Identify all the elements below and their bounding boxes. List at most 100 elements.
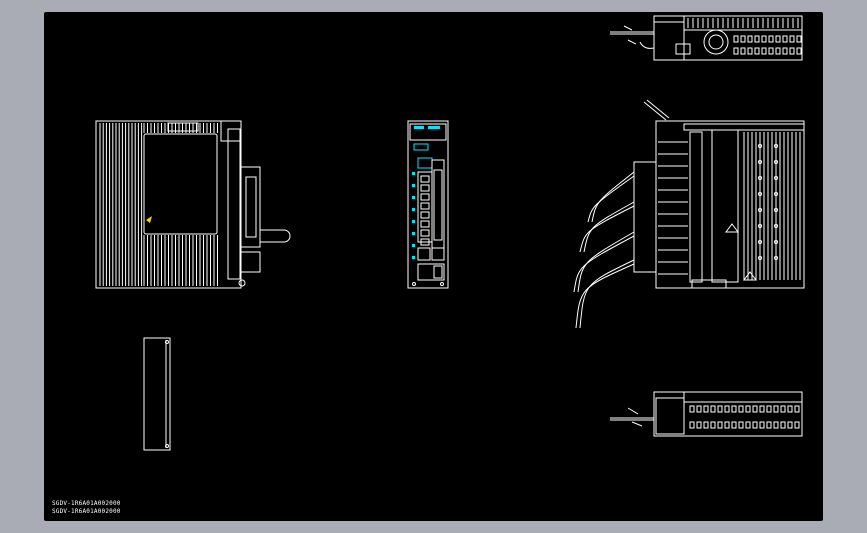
bottom-view-cables [610, 407, 654, 427]
rear-view-body [655, 120, 805, 289]
front-view-led-column [412, 172, 415, 259]
side-view-mount-rail [227, 128, 241, 280]
top-view-cn [675, 43, 691, 55]
side-view-lower-bracket [239, 251, 261, 273]
slot [759, 421, 765, 429]
slot [761, 35, 767, 43]
side-view-window [143, 133, 218, 235]
screw-dot [774, 240, 778, 244]
side-view-connector-block [239, 166, 261, 248]
slot [724, 421, 730, 429]
slot [740, 47, 746, 55]
side-view-top-vent [167, 122, 199, 132]
slot [775, 35, 781, 43]
screw-dot [774, 256, 778, 260]
bottom-view-body [653, 391, 803, 437]
cable-curve [575, 263, 635, 329]
slot [745, 421, 751, 429]
slot [773, 421, 779, 429]
screw-dot [774, 208, 778, 212]
front-view-io-pins [433, 169, 443, 241]
screw-dot [758, 224, 762, 228]
rear-view-connector-bay [711, 129, 739, 283]
side-view-bracket-top [220, 120, 242, 142]
slot [738, 421, 744, 429]
slot [689, 421, 695, 429]
terminal-slot [420, 229, 430, 237]
side-view [95, 120, 291, 289]
top-view-slots [733, 35, 802, 55]
slot [731, 405, 737, 413]
slot [747, 35, 753, 43]
slot [740, 35, 746, 43]
cable-curve [579, 259, 635, 329]
slot [752, 405, 758, 413]
cable-curve [587, 175, 635, 223]
front-view-brand [428, 126, 440, 129]
screw-dot [774, 160, 778, 164]
cable-curve [591, 171, 635, 223]
screw-dot [758, 192, 762, 196]
slot [768, 47, 774, 55]
rear-view-fins [658, 132, 801, 280]
slot [745, 405, 751, 413]
slot [731, 421, 737, 429]
rear-view [573, 99, 805, 329]
rear-view-screw-dots [758, 144, 778, 260]
bottom-view [610, 391, 803, 437]
warning-icon [146, 216, 152, 223]
led-indicator [412, 244, 415, 247]
bottom-view-top-strip [683, 391, 803, 403]
rear-view-bottom-rail [691, 279, 727, 289]
top-view-fan [703, 29, 729, 55]
front-view-header [409, 123, 447, 141]
drawing-viewport[interactable]: SGDV-1R6A01A002000 SGDV-1R6A01A002000 [44, 12, 823, 521]
terminal-slot [420, 238, 430, 246]
slot [787, 421, 793, 429]
warning-icon [743, 271, 757, 281]
front-view-cn-b [431, 247, 445, 261]
slot [733, 35, 739, 43]
slot [775, 47, 781, 55]
led-indicator [412, 208, 415, 211]
slot [717, 405, 723, 413]
bottom-view-slots-upper [689, 405, 800, 413]
cable-curve [583, 201, 635, 253]
cad-drawing[interactable] [44, 12, 823, 521]
front-view-screw-left [412, 282, 416, 286]
front-view [407, 120, 449, 289]
terminal-slot [420, 175, 430, 183]
slot [703, 421, 709, 429]
slot [759, 405, 765, 413]
slot [789, 47, 795, 55]
cable-curve [579, 205, 635, 253]
screw-dot [758, 176, 762, 180]
side-view-screw [238, 279, 246, 287]
slot [789, 35, 795, 43]
rear-view-cables [573, 171, 635, 329]
screw-dot [758, 256, 762, 260]
slot [752, 421, 758, 429]
led-indicator [412, 172, 415, 175]
front-view-display [413, 143, 429, 151]
led-indicator [412, 184, 415, 187]
model-label-2: SGDV-1R6A01A002000 [52, 508, 121, 515]
slot [766, 405, 772, 413]
side-view-body [95, 120, 242, 289]
slot [782, 47, 788, 55]
detail-view-screw-bottom [165, 444, 169, 448]
slot [710, 405, 716, 413]
front-view-body [407, 120, 449, 289]
front-view-terminal-slots [420, 175, 430, 246]
top-view-cables [610, 25, 655, 49]
slot [696, 421, 702, 429]
slot [696, 405, 702, 413]
slot [794, 421, 800, 429]
screw-dot [774, 144, 778, 148]
slot [787, 405, 793, 413]
slot [768, 35, 774, 43]
top-view-fan-hub [708, 34, 724, 50]
screw-dot [774, 224, 778, 228]
front-view-panel-operator [417, 157, 433, 169]
slot [761, 47, 767, 55]
